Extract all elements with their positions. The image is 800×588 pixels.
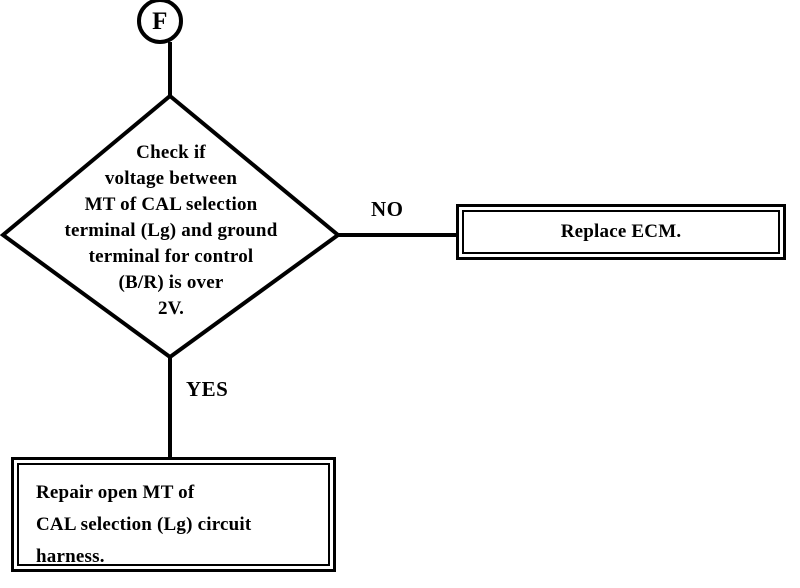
branch-label-yes: YES	[186, 377, 229, 401]
process-box-replace-ecm-text: Replace ECM.	[560, 221, 682, 242]
process-box-inner-border: Repair open MT of CAL selection (Lg) cir…	[17, 463, 330, 567]
branch-label-no: NO	[371, 197, 404, 221]
decision-text: Check if voltage between MT of CAL selec…	[64, 142, 278, 319]
process-box-repair-harness: Repair open MT of CAL selection (Lg) cir…	[11, 457, 336, 572]
process-box-replace-ecm: Replace ECM.	[456, 204, 786, 260]
process-box-repair-harness-text: Repair open MT of CAL selection (Lg) cir…	[36, 482, 252, 567]
process-box-inner-border: Replace ECM.	[462, 210, 780, 254]
connector-circle-f: F	[137, 0, 183, 44]
connector-label: F	[152, 7, 168, 35]
